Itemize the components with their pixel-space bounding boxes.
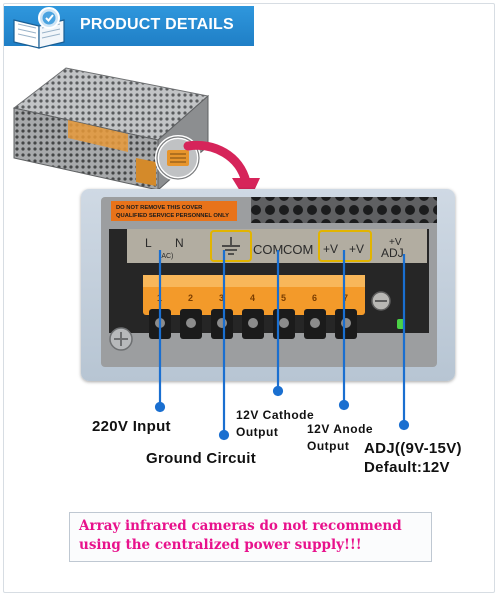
warning-notice-line2: using the centralized power supply!!! [79, 537, 362, 553]
label-com-1: COM [253, 242, 283, 257]
label-com-2: COM [283, 242, 313, 257]
label-ac: (AC) [159, 253, 173, 260]
label-cathode-line1: 12V Cathode [236, 408, 315, 422]
label-adj-default: Default:12V [364, 459, 450, 476]
terminal-number: 3 [219, 293, 224, 303]
terminal-number: 7 [343, 293, 348, 303]
warning-notice-text: Array infrared cameras do not recommend … [79, 517, 429, 555]
warning-sticker-line2: QUALIFIED SERVICE PERSONNEL ONLY [116, 213, 229, 219]
open-book-icon [13, 7, 65, 49]
label-ground-circuit: Ground Circuit [146, 450, 257, 467]
label-live: L [145, 236, 152, 250]
terminal-number: 2 [188, 293, 193, 303]
warning-sticker-line1: DO NOT REMOVE THIS COVER [116, 205, 203, 211]
warning-notice: Array infrared cameras do not recommend … [69, 512, 432, 562]
header-banner: PRODUCT DETAILS [4, 6, 254, 49]
label-plus-v-1: +V [323, 242, 338, 256]
label-adj-top: +V [389, 237, 402, 248]
label-anode-line2: Output [307, 439, 350, 453]
terminal-number: 5 [281, 293, 286, 303]
label-plus-v-2: +V [349, 242, 364, 256]
label-cathode-line2: Output [236, 425, 279, 439]
label-neutral: N [175, 236, 184, 250]
label-adj-bottom: ADJ [381, 246, 404, 260]
page-frame [3, 3, 495, 593]
terminal-number: 4 [250, 293, 255, 303]
power-supply-photo [12, 67, 210, 192]
label-anode-line1: 12V Anode [307, 422, 374, 436]
ground-icon [222, 237, 240, 255]
warning-notice-line1: Array infrared cameras do not recommend [79, 518, 402, 534]
label-220v-input: 220V Input [92, 418, 171, 435]
label-adj-range: ADJ((9V-15V) [364, 440, 462, 457]
terminal-closeup-photo: DO NOT REMOVE THIS COVER QUALIFIED SERVI… [81, 189, 455, 381]
terminal-number: 6 [312, 293, 317, 303]
page-title: PRODUCT DETAILS [80, 16, 234, 33]
